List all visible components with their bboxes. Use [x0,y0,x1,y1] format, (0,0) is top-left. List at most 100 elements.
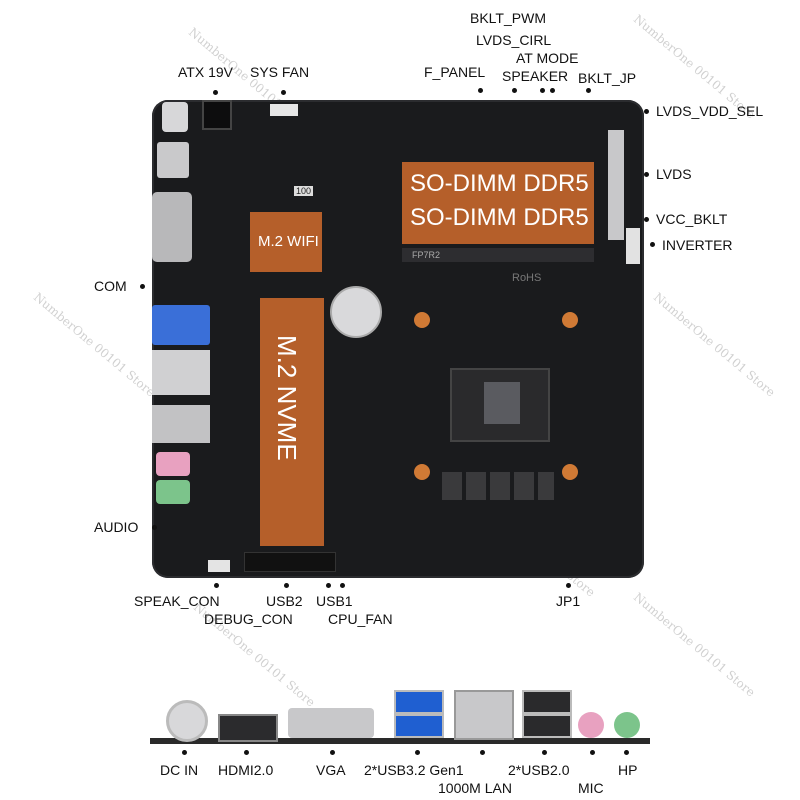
watermark: NumberOne 00101 Store [31,290,158,400]
mic-jack [578,712,604,738]
serial-port [152,192,192,262]
hdmi-port [218,714,278,742]
chip-100-label: 100 [294,186,314,196]
label-usb2: USB2 [266,593,303,609]
inverter-connector [626,228,640,264]
bkltpwm-dot [512,88,517,93]
bkltjp-dot [586,88,591,93]
cpufan-dot [340,583,345,588]
label-bklt-pwm: BKLT_PWM [470,10,546,26]
fpanel-dot [478,88,483,93]
audio-jack-pink [156,452,190,476]
vccbklt-dot [644,217,649,222]
motherboard: M.2 WIFI M.2 NVME SO-DIMM DDR5 SO-DIMM D… [152,100,644,578]
usb-header-row [244,552,336,572]
usb32-port-bottom [394,714,444,738]
label-hdmi: HDMI2.0 [218,762,274,778]
lan-port [454,690,514,740]
label-atx-19v: ATX 19V [178,64,233,80]
usb-port-blue [152,305,210,345]
watermark: NumberOne 00101 Store [631,590,758,700]
label-hp: HP [618,762,638,778]
cpu-die [484,382,520,424]
label-speak-con: SPEAK_CON [134,593,220,609]
usb32-port-top [394,690,444,714]
atx-power-connector [202,100,232,130]
m2-nvme-slot [260,298,324,546]
com-dot [140,284,145,289]
cpu-heatsink-pad-tl [414,312,430,328]
usb20-dot [542,750,547,755]
label-audio: AUDIO [94,519,139,535]
sys-fan-header [270,104,298,116]
atx-dot [213,90,218,95]
sodimm-slot [402,162,594,244]
inverter-dot [650,242,655,247]
jp1-dot [566,583,571,588]
label-inverter: INVERTER [662,237,733,253]
vga-dot [330,750,335,755]
m2-nvme-label: M.2 NVME [272,335,302,461]
cpu-heatsink-pad-br [562,464,578,480]
label-com: COM [94,278,127,294]
label-jp1: JP1 [556,593,581,609]
label-vga: VGA [316,762,346,778]
audio-jack-green [156,480,190,504]
lan-dot [480,750,485,755]
usb2-dot [284,583,289,588]
dcin-dot [182,750,187,755]
label-dc-in: DC IN [160,762,199,778]
m2-wifi-label: M.2 WIFI [258,233,319,250]
label-lvds: LVDS [656,166,692,182]
atmode-dot [550,88,555,93]
lvds-dot [644,172,649,177]
usb20-port-bottom [522,714,572,738]
cpu-heatsink-pad-bl [414,464,430,480]
inductor-row [442,472,554,500]
label-speaker: SPEAKER [502,68,569,84]
hdmi-port-side [157,142,189,178]
dc-in-jack [166,700,208,742]
label-bklt-jp: BKLT_JP [578,70,637,86]
label-usb20: 2*USB2.0 [508,762,570,778]
label-lvds-vdd-sel: LVDS_VDD_SEL [656,103,764,119]
usb20-port-top [522,690,572,714]
watermark: NumberOne 00101 Store [651,290,778,400]
fp7r2-text: FP7R2 [412,250,441,260]
speak-con-header [208,560,230,572]
hp-jack [614,712,640,738]
label-usb32: 2*USB3.2 Gen1 [364,762,464,778]
label-vcc-bklt: VCC_BKLT [656,211,728,227]
label-sys-fan: SYS FAN [250,64,310,80]
lvds-connector [608,130,624,240]
label-cpu-fan: CPU_FAN [328,611,393,627]
rear-io-shield [150,738,650,744]
speakcon-dot [214,583,219,588]
label-mic: MIC [578,780,604,796]
sysfan-dot [281,90,286,95]
usb32-dot [415,750,420,755]
vga-port [288,708,374,738]
label-usb1: USB1 [316,593,353,609]
cmos-battery [330,286,382,338]
usb1-dot [326,583,331,588]
label-debug-con: DEBUG_CON [204,611,293,627]
usb-c-port [162,102,188,132]
audio-dot [152,525,157,530]
mic-dot [590,750,595,755]
rohs-text: RoHS [512,272,542,284]
m2-wifi-slot [250,212,322,272]
label-at-mode: AT MODE [516,50,579,66]
usb-port-side [152,405,210,443]
hp-dot [624,750,629,755]
sodimm-label-1: SO-DIMM DDR5 [410,170,589,197]
lvdscirl-dot [540,88,545,93]
sodimm-label-2: SO-DIMM DDR5 [410,204,589,231]
sodimm-latch-strip: FP7R2 [402,248,594,262]
cpu-heatsink-pad-tr [562,312,578,328]
label-f-panel: F_PANEL [424,64,486,80]
hdmi-dot [244,750,249,755]
cpu-chip [450,368,550,442]
lvdsvdd-dot [644,109,649,114]
lan-port-side [152,350,210,395]
